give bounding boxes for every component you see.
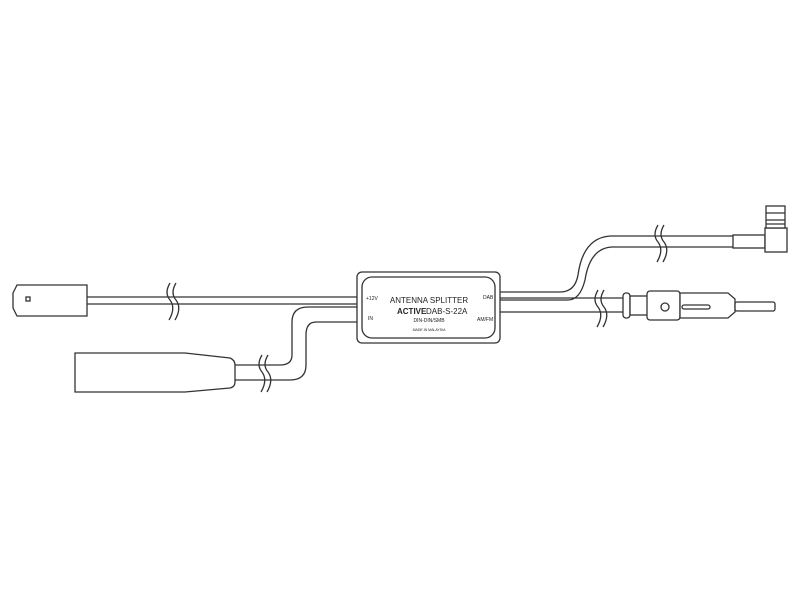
smb-connector — [732, 205, 788, 253]
din-connector — [622, 290, 776, 321]
input-connector — [74, 352, 236, 393]
port-in-label: IN — [368, 316, 373, 322]
splitter-model-bold: ACTIVE — [397, 307, 427, 316]
splitter-origin: MADE IN MALAYSIA — [413, 328, 446, 332]
port-power-label: +12V — [366, 296, 378, 302]
port-dab-label: DAB — [483, 295, 494, 301]
splitter-box: +12V IN DAB AM/FM ANTENNA SPLITTER ACTIV… — [356, 271, 501, 344]
splitter-model: DAB-S-22A — [426, 307, 468, 316]
dab-cable — [500, 224, 733, 301]
amfm-cable — [500, 289, 624, 328]
splitter-connectors: DIN-DIN/SMB — [413, 318, 445, 324]
port-amfm-label: AM/FM — [477, 317, 493, 323]
power-connector — [12, 284, 88, 317]
power-cable — [87, 282, 357, 321]
input-cable — [235, 306, 357, 393]
splitter-title: ANTENNA SPLITTER — [390, 296, 468, 305]
